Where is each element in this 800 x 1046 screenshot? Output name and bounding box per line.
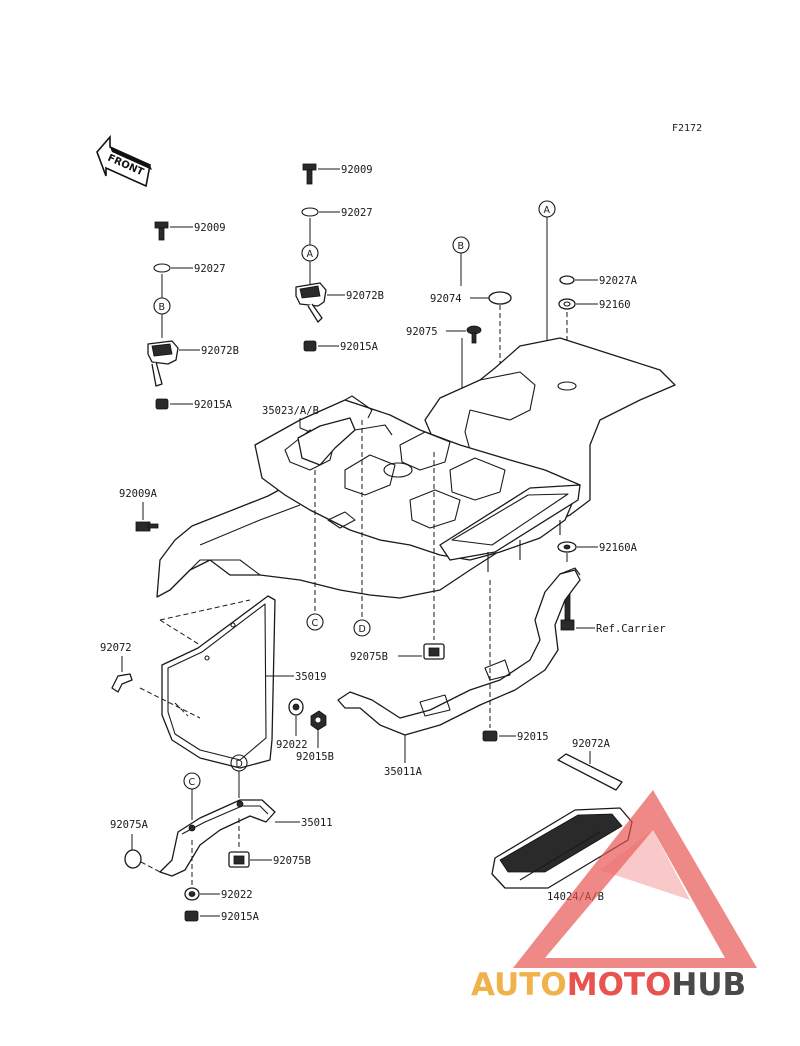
clip-92072 [111, 673, 133, 693]
bolt-92009A [135, 521, 159, 532]
label-92074: 92074 [430, 293, 462, 305]
watermark-moto: MOTO [567, 967, 672, 1003]
washer-92160 [558, 298, 576, 310]
label-92009-top: 92009 [341, 164, 373, 176]
label-92072: 92072 [100, 642, 132, 654]
watermark-triangle-icon [513, 790, 757, 968]
label-92022-mid: 92022 [276, 739, 308, 751]
bracket-92072B-left [147, 340, 179, 387]
nut-92075B-low [228, 851, 250, 868]
label-92027A: 92027A [599, 275, 638, 287]
label-92015A-left: 92015A [194, 399, 233, 411]
label-92072A: 92072A [572, 738, 611, 750]
nut-92075B-mid [423, 643, 445, 660]
label-92160: 92160 [599, 299, 631, 311]
label-92009-left: 92009 [194, 222, 226, 234]
label-92075B-mid: 92075B [350, 651, 388, 663]
label-92015: 92015 [517, 731, 549, 743]
circle-c-low-label: C [189, 777, 196, 788]
nut-92015A-left [155, 398, 169, 410]
label-35011A: 35011A [384, 766, 423, 778]
label-35023: 35023/A/B [262, 405, 319, 417]
circle-d-low-label: D [236, 759, 243, 770]
label-92027-top: 92027 [341, 207, 373, 219]
label-92160A: 92160A [599, 542, 638, 554]
bracket-35011 [159, 799, 276, 877]
cap-92074 [488, 291, 512, 305]
nut-92015A-top [303, 340, 317, 352]
pad-14024 [491, 807, 633, 889]
bracket-92072B-top [295, 282, 327, 323]
watermark-logo [513, 790, 757, 968]
nut-92015 [482, 730, 498, 742]
label-92022-low: 92022 [221, 889, 253, 901]
label-92075: 92075 [406, 326, 438, 338]
label-92015A-low: 92015A [221, 911, 260, 923]
circle-a-right-label: A [544, 205, 551, 216]
circle-c-mid [306, 613, 324, 631]
circle-d-mid [353, 619, 371, 637]
label-35011: 35011 [301, 817, 333, 829]
label-92072B-left: 92072B [201, 345, 239, 357]
nut-92015B [310, 710, 327, 731]
figure-reference: F2172 [672, 123, 702, 134]
nut-92015A-low [184, 910, 199, 922]
label-92072B-top: 92072B [346, 290, 384, 302]
watermark-text: AUTOMOTOHUB [471, 967, 746, 1003]
bolt-92009-top [302, 163, 317, 185]
washer-92027A [559, 275, 575, 285]
circle-a-top-label: A [307, 249, 314, 260]
bolt-92075 [466, 325, 482, 344]
watermark-hub: HUB [671, 967, 746, 1003]
strap-92072A [557, 753, 623, 791]
cap-92075A [124, 849, 142, 869]
label-ref-carrier: Ref.Carrier [596, 623, 666, 635]
label-92015A-top: 92015A [340, 341, 379, 353]
label-92075A: 92075A [110, 819, 149, 831]
label-35019: 35019 [295, 671, 327, 683]
front-arrow-icon: FRONT [96, 134, 152, 188]
label-92015B: 92015B [296, 751, 334, 763]
circle-b-left-label: B [159, 302, 166, 313]
mud-flap-35019 [139, 595, 276, 769]
circle-b-right-label: B [458, 241, 465, 252]
label-92075B-low: 92075B [273, 855, 311, 867]
circle-d-mid-label: D [359, 624, 366, 635]
bolt-92009-left [154, 221, 169, 241]
frame-35011A [337, 567, 581, 736]
label-92027-left: 92027 [194, 263, 226, 275]
watermark-auto: AUTO [471, 967, 567, 1003]
label-92009A: 92009A [119, 488, 158, 500]
washer-92027-left [153, 263, 171, 273]
circle-c-mid-label: C [312, 618, 319, 629]
washer-92027-top [301, 207, 319, 217]
rear-fender [156, 337, 676, 599]
